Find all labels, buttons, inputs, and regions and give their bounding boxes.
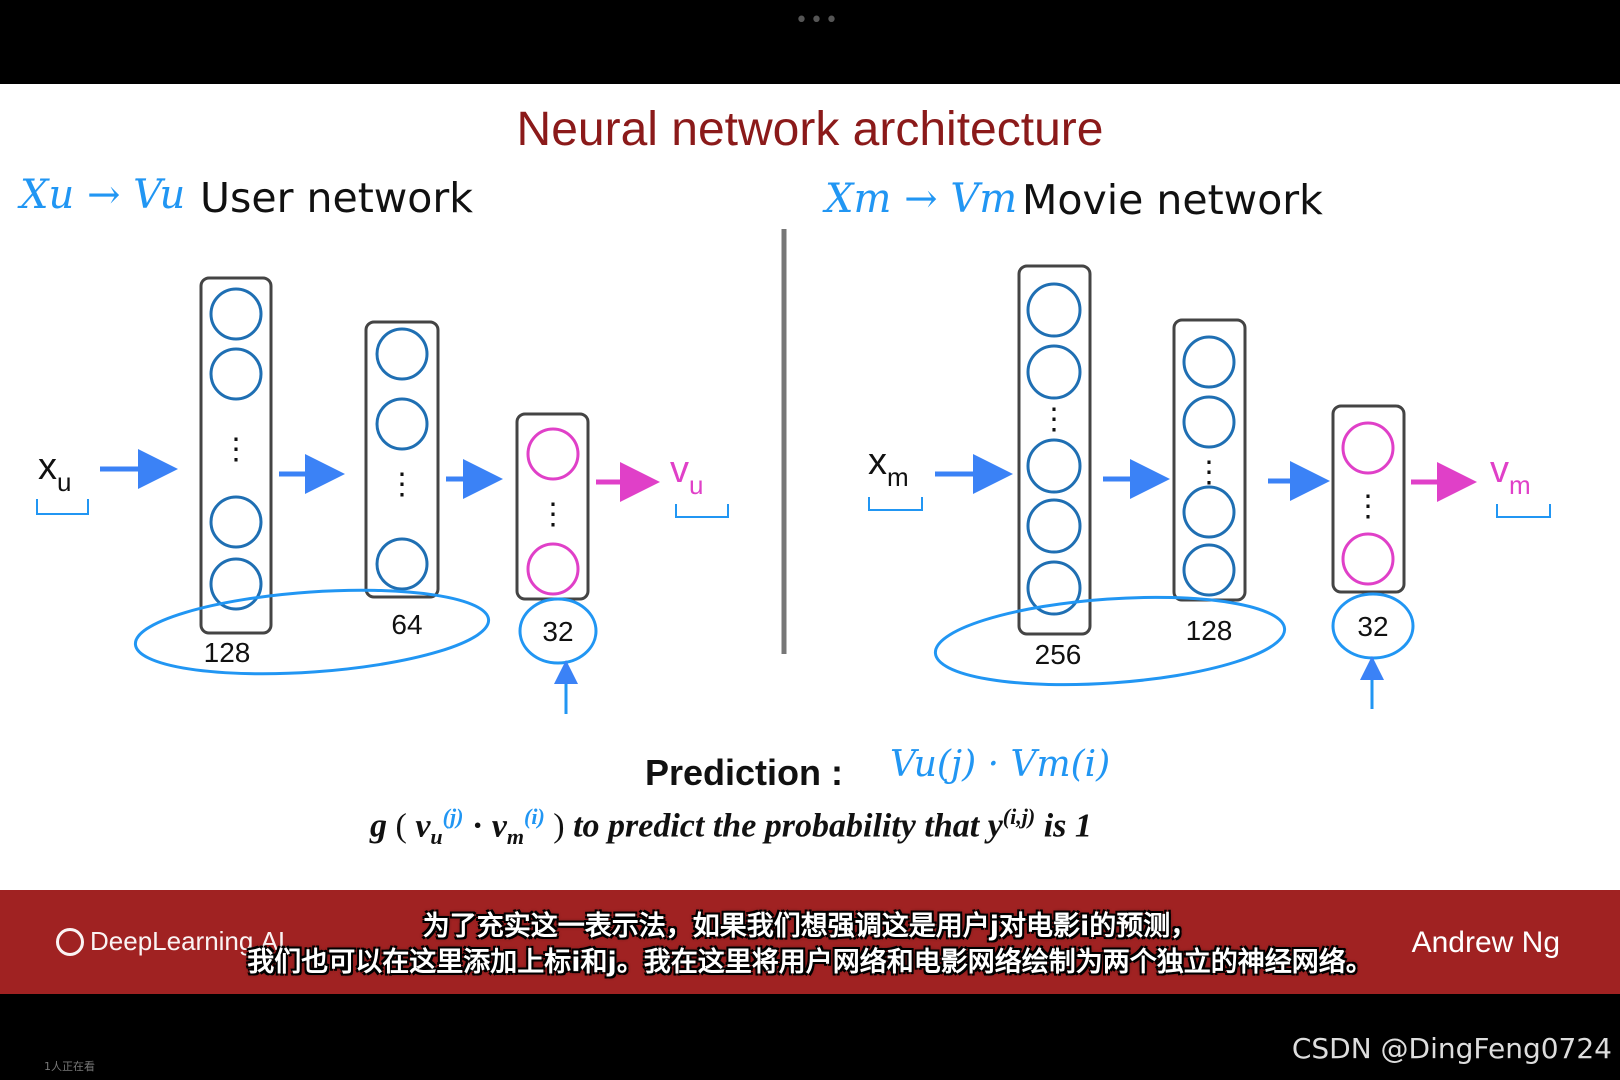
- neuron: [375, 397, 429, 451]
- ellipsis-dots: ⋮: [538, 498, 568, 531]
- movie-layer-2-size: 128: [1186, 615, 1233, 646]
- viewer-count: 1人正在看: [44, 1060, 95, 1073]
- neuron: [1182, 485, 1236, 539]
- movie-notation: Xm → Vm: [825, 176, 1018, 222]
- ellipsis-dots: ⋮: [1039, 403, 1069, 436]
- output-neuron: [526, 427, 580, 481]
- formula-text: to predict the probability that: [573, 807, 980, 845]
- prediction-formula: g ( vu(j) · vm(i) ) to predict the proba…: [370, 804, 1092, 850]
- prediction-handwritten: Vu(j) · Vm(i): [890, 744, 1111, 785]
- user-input-label: xu: [38, 446, 71, 497]
- output-neuron: [1341, 532, 1395, 586]
- neuron: [1182, 395, 1236, 449]
- neuron: [1026, 560, 1082, 616]
- neuron: [1026, 438, 1082, 494]
- author-name: Andrew Ng: [1411, 926, 1560, 959]
- neuron: [1026, 282, 1082, 338]
- movie-input-bracket: [868, 497, 923, 511]
- movie-layer-3-size: 32: [1357, 611, 1388, 642]
- subtitle-line-1: 为了充实这一表示法，如果我们想强调这是用户j对电影i的预测，: [422, 911, 1198, 942]
- neuron: [209, 495, 263, 549]
- movie-layer-1: [1017, 264, 1092, 636]
- brand-name: DeepLearning.AI: [90, 926, 286, 956]
- network-diagram: xu ⋮ ⋮ ⋮ vu 128 64 32 xm: [36, 229, 1551, 714]
- user-hidden-layers-circle: [133, 588, 491, 676]
- ellipsis-dots: ⋮: [1353, 490, 1383, 523]
- movie-input-label: xm: [868, 441, 909, 492]
- neuron: [1182, 335, 1236, 389]
- subtitle-line-2: 我们也可以在这里添加上标i和j。我在这里将用户网络和电影网络绘制为两个独立的神经…: [247, 947, 1373, 978]
- neuron: [1182, 543, 1236, 597]
- neuron: [209, 557, 263, 611]
- ellipsis-dots: ⋮: [1194, 456, 1224, 489]
- slide-footer: DeepLearning.AI Andrew Ng 为了充实这一表示法，如果我们…: [0, 890, 1620, 994]
- formula-vu: v: [415, 807, 431, 845]
- neuron: [375, 537, 429, 591]
- neuron: [1026, 344, 1082, 400]
- movie-output-bracket: [1496, 504, 1551, 518]
- movie-output-label: vm: [1490, 449, 1531, 500]
- csdn-watermark: CSDN @DingFeng0724: [1291, 1032, 1612, 1065]
- neuron: [1026, 498, 1082, 554]
- formula-y: y: [987, 807, 1003, 845]
- movie-layer-3: [1331, 404, 1406, 594]
- slide: Neural network architecture Xu → Vu User…: [0, 84, 1620, 890]
- output-neuron: [526, 542, 580, 596]
- deeplearning-logo-icon: [56, 927, 84, 956]
- formula-tail: is 1: [1043, 807, 1092, 845]
- ellipsis-dots: ⋮: [221, 433, 251, 466]
- formula-y-sup: (i,j): [1002, 804, 1036, 829]
- user-output-label: vu: [670, 449, 703, 500]
- user-layer-2-size: 64: [391, 609, 422, 640]
- neuron: [375, 327, 429, 381]
- movie-layer-1-size: 256: [1035, 639, 1082, 670]
- user-notation: Xu → Vu: [20, 172, 186, 218]
- movie-network-heading: Movie network: [1022, 176, 1323, 224]
- formula-vm-sup: (i): [524, 804, 545, 829]
- output-neuron: [1341, 421, 1395, 475]
- user-layer-1-size: 128: [204, 637, 251, 668]
- movie-hidden-layers-circle: [933, 595, 1287, 687]
- slide-title: Neural network architecture: [516, 103, 1104, 156]
- user-layer-2: [364, 320, 440, 599]
- prediction-label: Prediction :: [645, 752, 844, 793]
- user-output-bracket: [675, 504, 729, 518]
- ellipsis-dots: ⋮: [387, 468, 417, 501]
- formula-vm-sub: m: [506, 824, 524, 850]
- video-top-bar: •••: [0, 0, 1620, 84]
- neuron: [209, 287, 263, 341]
- user-layer-3-size: 32: [542, 616, 573, 647]
- formula-vu-sup: (j): [442, 804, 464, 829]
- user-layer-1: [199, 276, 273, 635]
- more-icon[interactable]: •••: [795, 8, 840, 33]
- formula-g: g: [370, 807, 387, 845]
- formula-vm: v: [491, 807, 507, 845]
- neuron: [209, 347, 263, 401]
- brand: DeepLearning.AI: [56, 926, 285, 957]
- user-network-heading: User network: [200, 174, 473, 222]
- formula-vu-sub: u: [430, 824, 443, 850]
- user-input-bracket: [36, 499, 89, 515]
